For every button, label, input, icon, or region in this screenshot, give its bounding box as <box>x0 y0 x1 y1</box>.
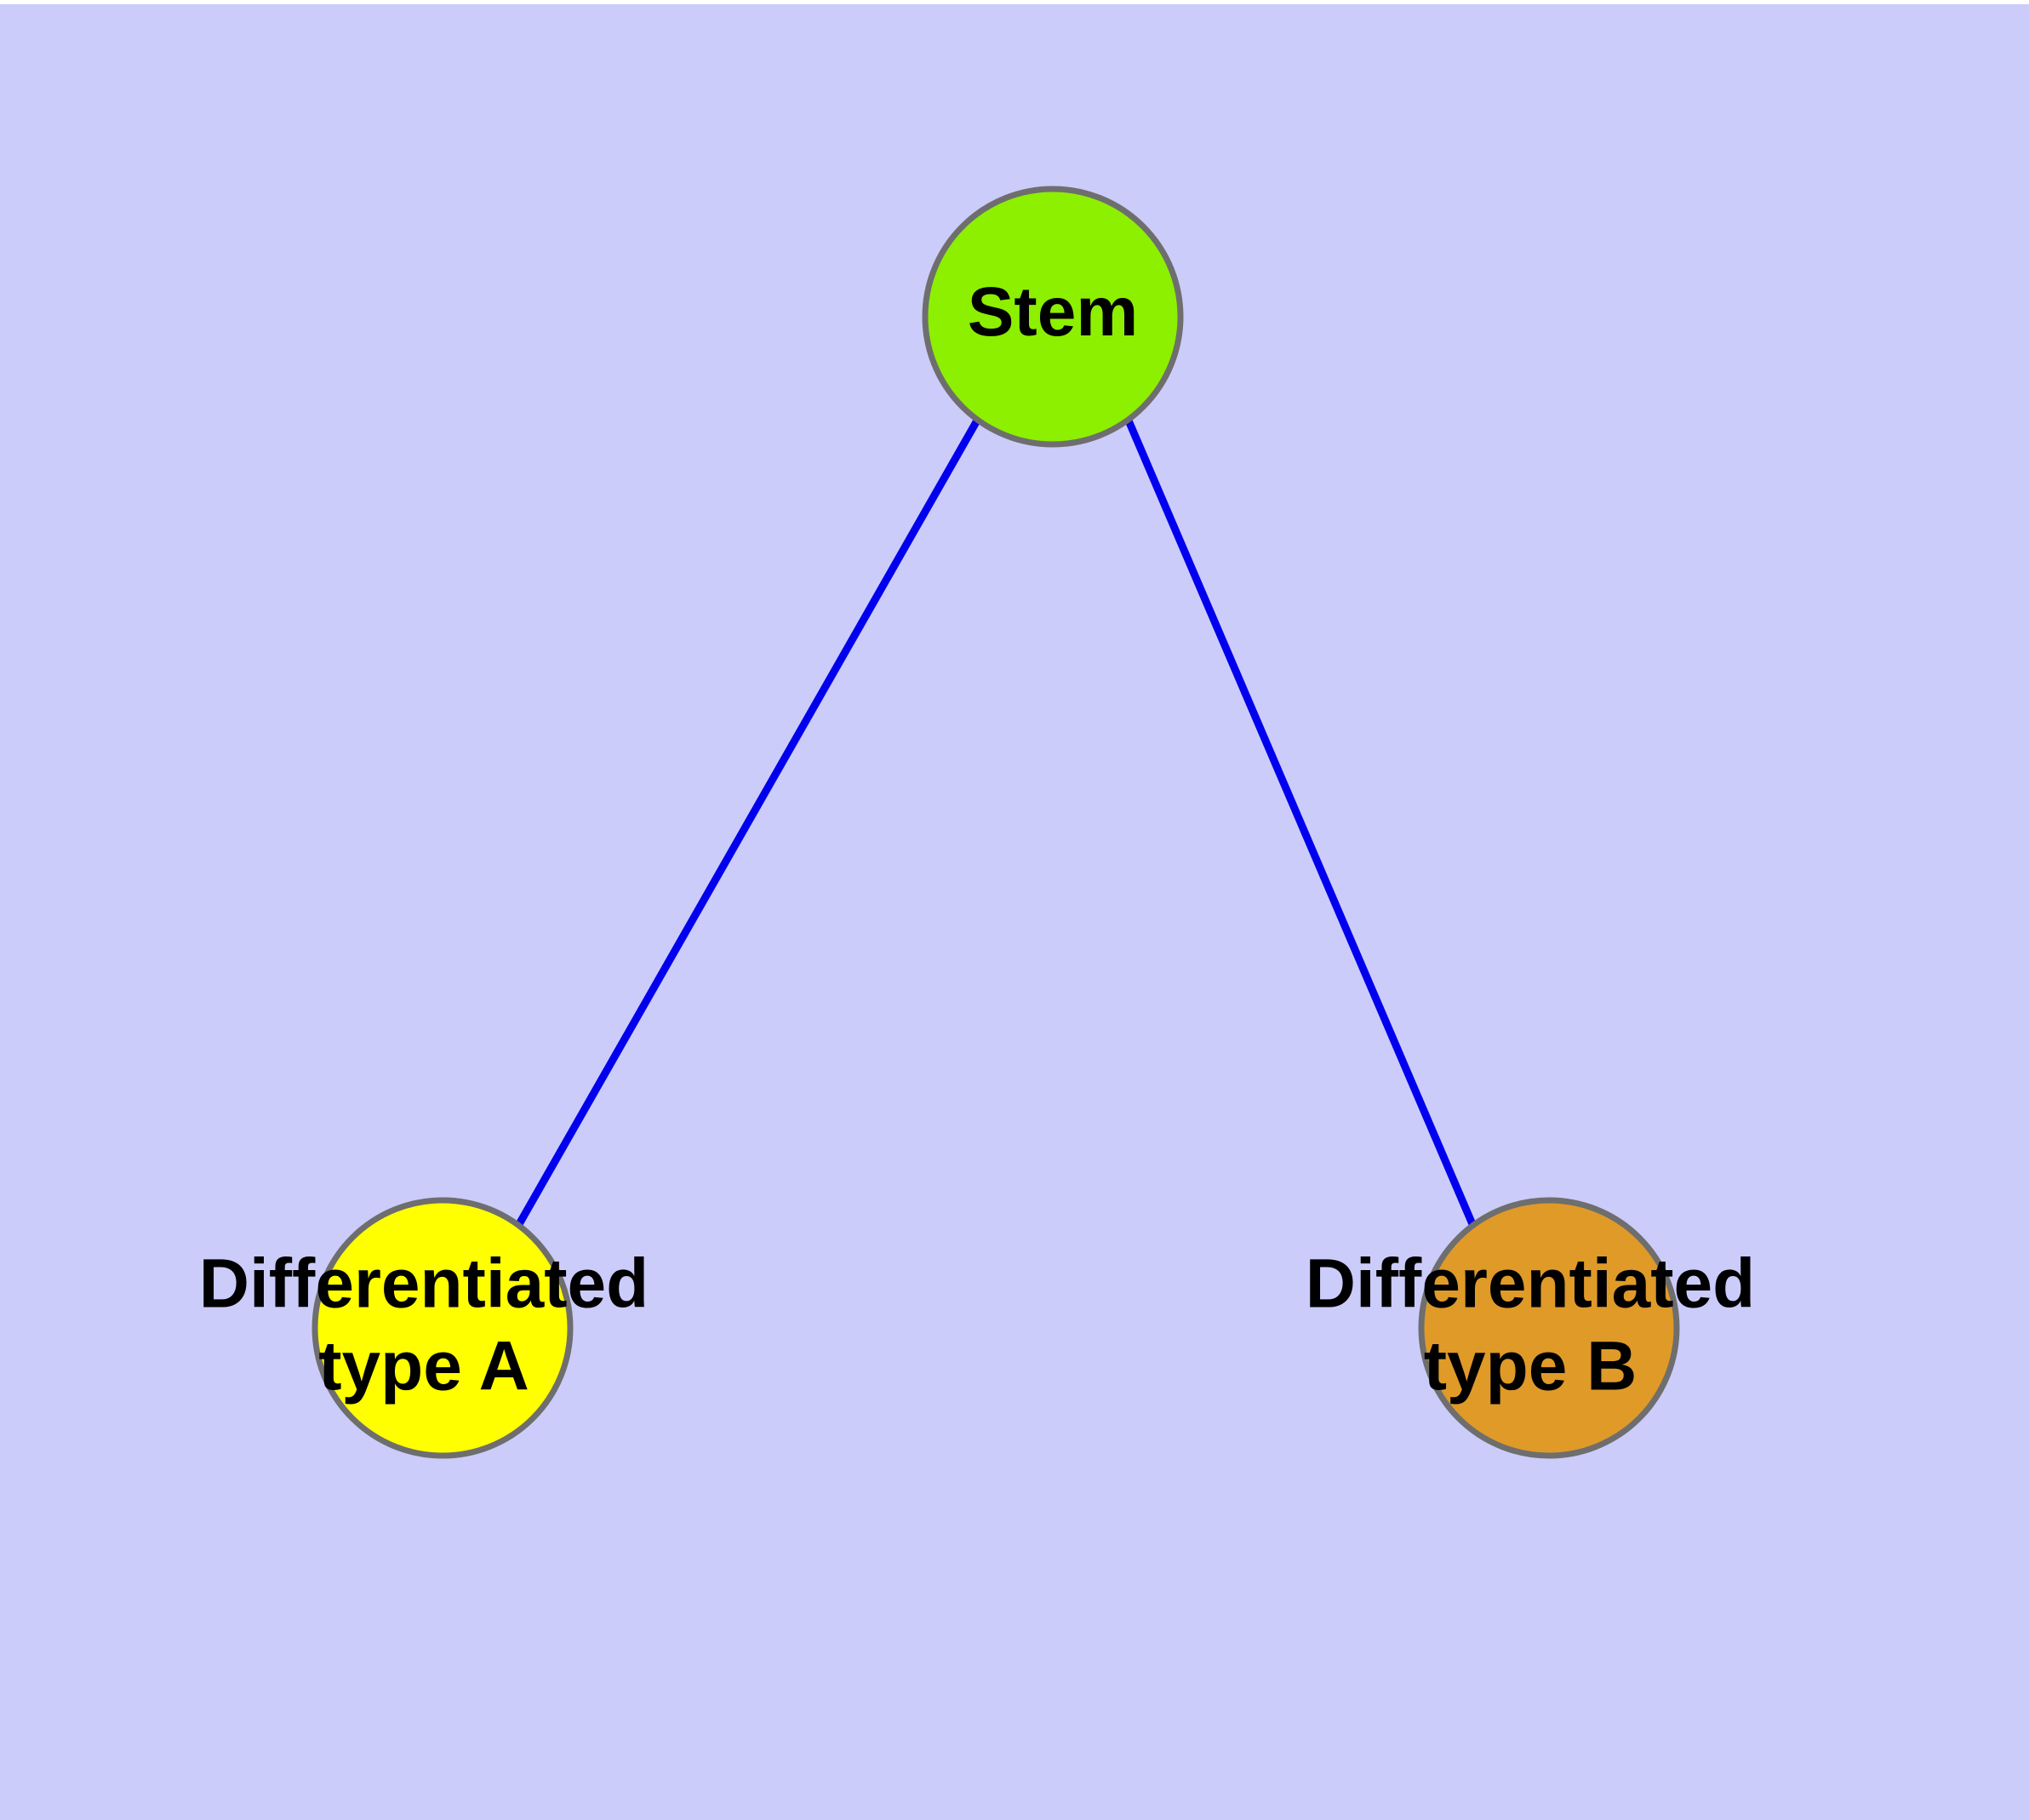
differentiated-type-b-node-circle[interactable] <box>1418 1197 1680 1459</box>
edge-layer <box>516 418 1477 1227</box>
stem-node-label: Stem <box>968 273 1139 351</box>
differentiated-type-a-node-circle[interactable] <box>311 1197 574 1459</box>
top-margin-strip <box>0 0 2029 4</box>
node-differentiated-type-b[interactable] <box>1418 1197 1680 1459</box>
node-layer <box>311 186 1680 1459</box>
stem-node-circle[interactable] <box>922 186 1184 448</box>
node-stem[interactable] <box>922 186 1184 448</box>
edge-stem-to-differentiated-type-a[interactable] <box>516 418 980 1227</box>
edge-stem-to-differentiated-type-b[interactable] <box>1124 419 1477 1226</box>
node-differentiated-type-a[interactable] <box>311 1197 574 1459</box>
